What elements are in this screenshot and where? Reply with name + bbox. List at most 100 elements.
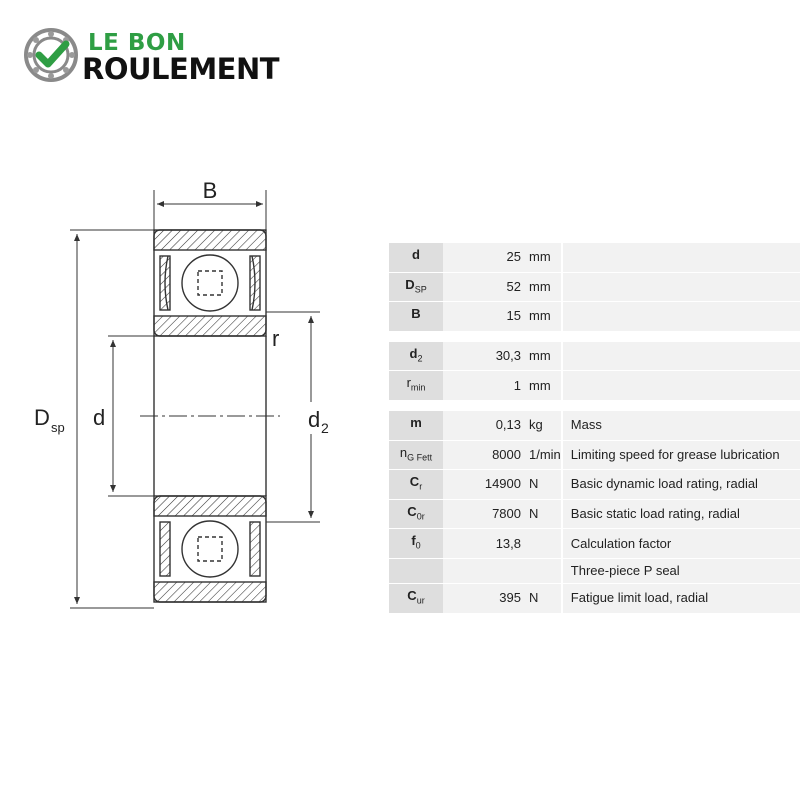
spec-symbol: d2 (389, 341, 443, 372)
spec-symbol (389, 558, 443, 584)
spec-value: 7800 (443, 499, 525, 530)
spec-symbol-letter: n (399, 444, 408, 460)
logo-text-roulement: ROULEMENT (82, 52, 280, 86)
spacer-row (389, 331, 800, 342)
spec-value (443, 558, 525, 584)
spec-unit: mm (525, 341, 563, 372)
spec-value: 8000 (443, 440, 525, 471)
brand-logo: LE BON ROULEMENT (22, 26, 312, 86)
spec-symbol-subscript: min (410, 382, 426, 393)
spec-symbol: d (389, 243, 443, 273)
spec-description: Calculation factor (562, 529, 800, 559)
spec-unit: N (525, 470, 563, 500)
spec-symbol-subscript: ur (416, 595, 425, 606)
spec-description (562, 272, 800, 303)
label-b: B (203, 178, 218, 203)
spec-symbol-subscript: 0r (416, 511, 425, 522)
logo-text-le-bon: LE BON (88, 30, 186, 56)
bearing-check-icon (24, 28, 78, 82)
label-d: d (93, 405, 105, 430)
spec-unit: mm (525, 371, 563, 401)
spec-description (562, 243, 800, 273)
spec-symbol-subscript: 0 (415, 540, 421, 551)
spec-symbol: B (389, 302, 443, 332)
spec-unit: mm (525, 243, 563, 273)
spec-unit: kg (525, 410, 563, 441)
spec-description (562, 341, 800, 372)
spec-symbol-letter: B (411, 306, 421, 322)
spec-row: Three-piece P seal (389, 558, 800, 584)
spec-description: Three-piece P seal (562, 558, 800, 584)
spec-unit: N (525, 583, 563, 614)
label-dsp: D (34, 405, 50, 430)
label-d2-subscript: 2 (321, 420, 329, 436)
spec-value: 25 (443, 243, 525, 273)
dimension-b: B (153, 178, 267, 230)
spec-unit: mm (525, 272, 563, 303)
spec-symbol-letter: C (407, 503, 417, 519)
spec-symbol-letter: D (405, 276, 415, 292)
spec-value: 1 (443, 371, 525, 401)
spec-description: Basic static load rating, radial (562, 499, 800, 530)
spec-unit (525, 558, 563, 584)
spec-value: 52 (443, 272, 525, 303)
dimension-dsp: D sp (32, 229, 154, 609)
spec-unit: N (525, 499, 563, 530)
spacer-row (389, 400, 800, 411)
spec-description (562, 302, 800, 332)
spec-value: 395 (443, 583, 525, 614)
spec-description: Limiting speed for grease lubrication (562, 440, 800, 471)
spec-symbol-subscript: SP (414, 284, 427, 295)
spec-symbol-letter: C (407, 587, 417, 603)
spec-symbol: nG Fett (389, 440, 443, 471)
spec-symbol: C0r (389, 499, 443, 530)
spec-symbol: rmin (389, 371, 443, 401)
spec-description: Mass (562, 410, 800, 441)
spacer-cell (389, 331, 800, 342)
spec-unit: mm (525, 302, 563, 332)
spec-symbol: DSP (389, 272, 443, 303)
spec-symbol-letter: d (412, 247, 420, 262)
spec-symbol: f0 (389, 529, 443, 559)
bearing-cross-section-drawing: B D sp (32, 178, 344, 609)
spec-symbol-letter: C (409, 474, 420, 490)
dimension-d2: d 2 (266, 311, 344, 523)
spec-symbol-letter: m (410, 414, 422, 430)
spec-value: 15 (443, 302, 525, 332)
spec-value: 13,8 (443, 529, 525, 559)
spec-symbol-subscript: r (419, 481, 423, 492)
spec-symbol-subscript: 2 (417, 353, 423, 364)
spec-symbol-letter: f (411, 533, 416, 549)
dimension-d: d (93, 335, 154, 497)
spec-symbol: Cr (389, 470, 443, 500)
spec-value: 0,13 (443, 410, 525, 441)
label-d2: d (308, 407, 320, 432)
bearing-outline (153, 229, 267, 603)
label-r: r (272, 326, 279, 351)
spec-unit: 1/min (525, 440, 563, 471)
spec-value: 14900 (443, 470, 525, 500)
label-dsp-subscript: sp (51, 420, 65, 435)
spec-symbol-subscript: G Fett (407, 452, 433, 463)
spec-value: 30,3 (443, 341, 525, 372)
spec-symbol: Cur (389, 583, 443, 614)
spec-description: Basic dynamic load rating, radial (562, 470, 800, 500)
spec-symbol-letter: d (409, 345, 418, 361)
spec-symbol-letter: r (406, 375, 411, 391)
spacer-cell (389, 400, 800, 411)
spec-description: Fatigue limit load, radial (562, 583, 800, 614)
spec-description (562, 371, 800, 401)
spec-symbol: m (389, 410, 443, 441)
spec-unit (525, 529, 563, 559)
